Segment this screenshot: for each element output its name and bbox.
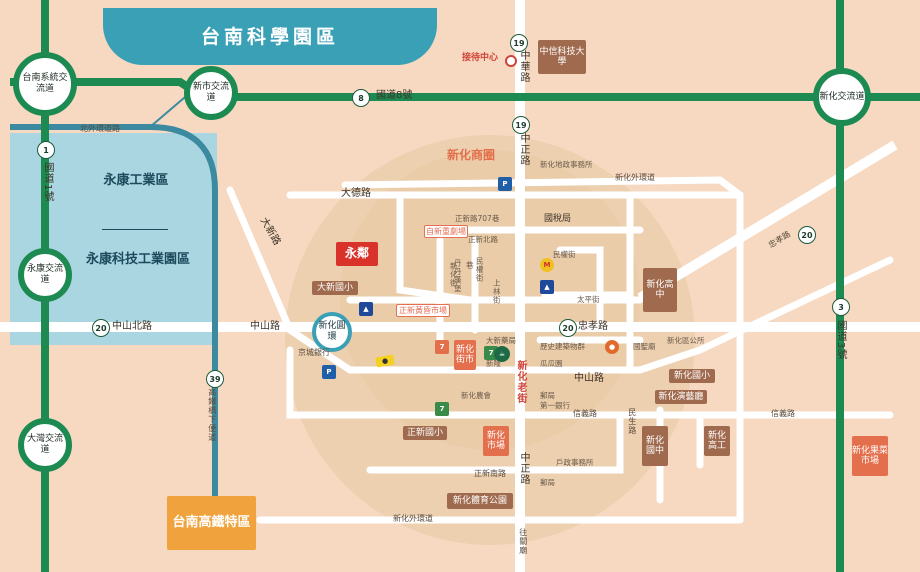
freeway-1-label: 國道1號 [42,162,53,203]
guayuan-label: 瓜瓜園 [540,359,563,368]
xinhua-market: 新化市場 [483,426,509,456]
title-banner [103,8,437,65]
yongkang-industrial-label: 永康工業區 [103,173,169,188]
parking-icon: P [498,177,512,191]
xinhua-junior-high: 新化國中 [642,426,668,466]
wangtian-road-label: 往關廟 [518,528,528,555]
zhengxin-707: 正新路707巷 [455,214,500,223]
freeway-8-label: 國道8號 [376,90,413,101]
zhongshan-label: 中山路 [250,321,280,332]
tax-bureau-label: 國稅局 [544,214,572,224]
dongxin-pharmacy: 大新藥局 [486,336,516,345]
convenience-store-icon-2: 7 [435,402,449,416]
household-office: 戶政事務所 [556,458,594,467]
route-19-shield-top: 19 [510,34,528,52]
hsr-road-label: 高鐵橋下便道 [207,388,217,442]
xinyi-road-east-label: 信義路 [771,409,795,418]
alley-label: 巷 [465,261,475,270]
title-text: 台南科學園區 [200,26,339,48]
zhongshan-north-label: 中山北路 [112,321,152,332]
xinhua-fruit-market: 新化果菜市場 [852,436,888,476]
beiwai-ring-label: 北外環道路 [80,124,120,133]
route-1-shield: 1 [37,141,55,159]
dawan-interchange: 大灣交流道 [18,418,72,472]
route-39-shield: 39 [206,370,224,388]
parking-icon-2: P [322,365,336,379]
zhongxin-university: 中信科技大學 [538,40,586,74]
hypermarket-icon: ▲ [359,302,373,316]
zhengxin-elementary: 正新國小 [403,426,447,440]
taiping-street: 太平街 [577,295,600,304]
yongkang-interchange: 永康交流道 [18,248,72,302]
xinhua-street-market: 新化街市 [454,340,476,370]
zhongxiao-label: 忠孝路 [578,321,608,332]
xinhua-waihuan-north-label: 新化外環道 [615,173,655,182]
dade-road-label: 大德路 [341,188,371,199]
xinhua-farmers-assoc: 新化農會 [461,391,491,400]
xinlong-shop: 新隆 [486,359,501,368]
xinhua-waihuan-south-label: 新化外環道 [393,514,433,523]
first-bank: 第一銀行 [540,401,570,410]
post-office-south: 郵局 [540,478,555,487]
xinhua-old-street-label: 新化老街 [515,360,526,404]
shanglin-st-label: 上林街 [492,279,502,305]
zhongxiao-ext [637,140,898,303]
guoxuan-label: 國聖廟 [633,342,656,351]
project-logo: 永鄰 [336,242,378,266]
minhua-street: 民權街 [475,257,485,283]
xinhua-commercial-label: 新化商圈 [447,148,496,162]
post-office: 郵局 [540,391,555,400]
xinhua-land-office: 新化地政事務所 [540,160,593,169]
historic-building: 歷史建築物群 [540,342,585,351]
reception-center-marker [505,55,517,67]
zixin-theater: 自新重劇場 [424,225,468,238]
zhonghua-road-label: 中華路 [518,50,529,83]
daxin-elementary: 大新國小 [312,281,358,295]
mcdonalds-icon: M [540,258,554,272]
xinhua-st-label: 新化街 [449,262,459,288]
zhengxin-north-road: 正新北路 [468,235,498,244]
route-3-shield: 3 [832,298,850,316]
xinhua-high-school: 新化高中 [643,268,677,312]
national-freeway-8 [10,78,920,101]
freeway-3-label: 國道3號 [835,320,846,361]
convenience-store-icon: 7 [435,340,449,354]
jingcheng-bank-label: 京城銀行 [298,348,330,357]
zhengxin-south-label: 正新南路 [474,469,506,478]
zhongshan-road-inner-label: 中山路 [574,373,604,384]
tainan-system-interchange: 台南系統交流道 [13,52,77,116]
route-8-shield: 8 [352,89,370,107]
yongkang-tech-label: 永康科技工業園區 [86,252,191,267]
beiwai-ring-road-line [10,124,218,500]
hypermarket-icon-2: ▲ [540,280,554,294]
xinshi-interchange: 新市交流道 [184,66,238,120]
hsr-special-zone: 台南高鐵特區 [167,496,256,550]
minquan-street: 民權街 [553,250,576,259]
local-roads [226,176,894,524]
xinhua-district-office: 新化區公所 [667,336,705,345]
route-19-shield-mid: 19 [512,116,530,134]
zhengxin-market: 正新黃昏市場 [396,304,450,317]
xinhua-art-hall: 新化演藝廳 [655,390,707,404]
route-20-shield-ne: 20 [798,226,816,244]
zhongzheng-road-label-bottom: 中正路 [518,452,529,485]
danjin-street: 丹丹漢堡 [453,259,463,293]
xinhua-elementary: 新化國小 [669,369,715,383]
xinyi-road-label: 信義路 [573,409,597,418]
route-20-shield-west: 20 [92,319,110,337]
zhongzheng-road-label-top: 中正路 [518,133,529,166]
pxmart-icon: ● [605,340,619,354]
zone-divider [102,229,168,230]
xinhua-vocational: 新化高工 [704,426,730,456]
zhongshan-ring-road [226,186,894,374]
xinhua-interchange: 新化交流道 [813,68,871,126]
route-20-shield-east: 20 [559,319,577,337]
reception-center-label: 接待中心 [462,53,499,63]
xinhua-stadium: 新化體育公園 [447,493,513,509]
coffee-shop-icon: ☕ [494,346,510,362]
minsheng-road-label: 民生路 [627,408,637,435]
xinhua-roundabout: 新化圓環 [312,312,352,352]
